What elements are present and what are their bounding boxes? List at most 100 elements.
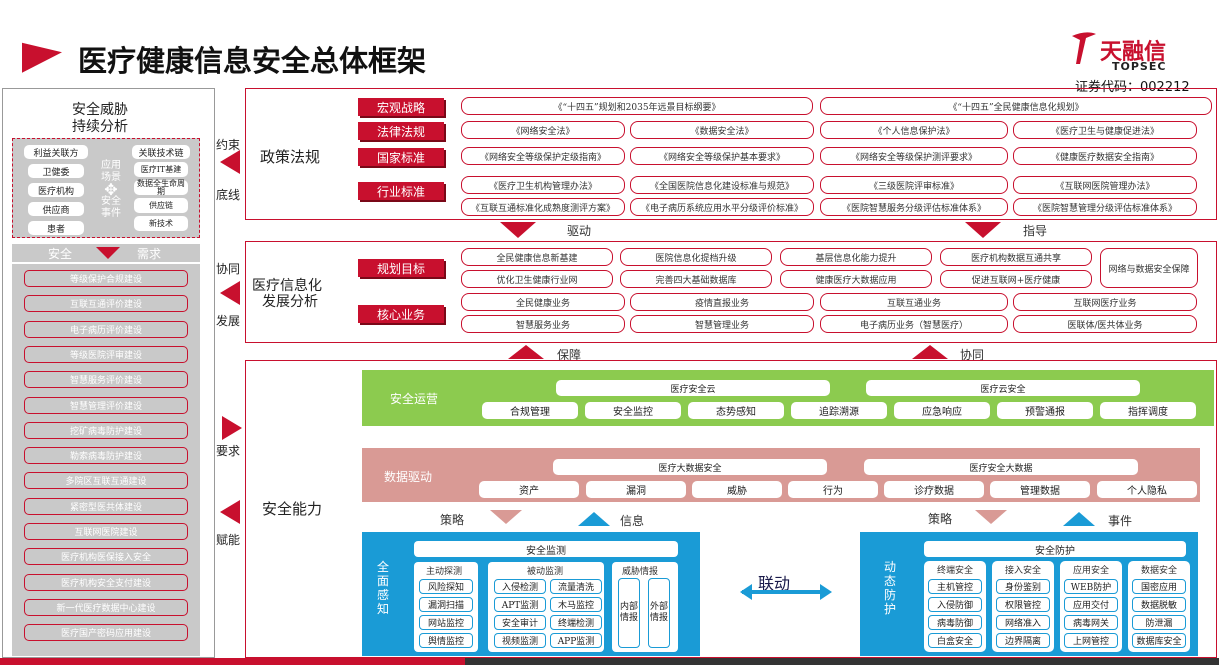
data-top-1: 医疗大数据安全 — [553, 459, 827, 475]
perceive-label: 全面感知 — [377, 560, 390, 616]
coop-label: 协同 — [960, 348, 985, 362]
policy-item: 《全国医院信息化建设标准与规范》 — [630, 176, 814, 194]
goal-extra: 网络与数据安全保障 — [1100, 248, 1198, 288]
side-a: 约束 — [216, 138, 241, 152]
left-title-2: 持续分析 — [72, 119, 128, 135]
stakeholder-item: 卫健委 — [28, 164, 84, 178]
demand-item: 医疗机构医保接入安全 — [24, 548, 188, 566]
defense-item: 边界隔离 — [996, 633, 1050, 648]
right-arrow-icon — [222, 416, 242, 440]
ops-item: 合规管理 — [482, 402, 578, 419]
goal-item: 健康医疗大数据应用 — [780, 270, 932, 288]
biz-item: 互联网医疗业务 — [1013, 293, 1197, 311]
demand-item: 等级保护合规建设 — [24, 270, 188, 287]
biz-item: 智慧管理业务 — [630, 315, 814, 333]
center-d: 事件 — [101, 208, 121, 219]
policy-item: 《数据安全法》 — [630, 121, 814, 139]
goal-item: 基层信息化能力提升 — [780, 248, 932, 266]
defense-col-title: 数据安全 — [1140, 566, 1177, 576]
policy-item: 《医疗卫生与健康促进法》 — [1013, 121, 1197, 139]
defense-label: 动态防护 — [884, 560, 897, 616]
defense-item: 病毒防御 — [928, 615, 982, 630]
ops-top-2: 医疗云安全 — [866, 380, 1140, 396]
policy-tag: 宏观战略 — [358, 98, 444, 116]
biz-item: 互联互通业务 — [820, 293, 1008, 311]
side-b: 底线 — [216, 188, 241, 202]
policy-item: 《网络安全等级保护定级指南》 — [461, 147, 625, 165]
defense-col-title: 接入安全 — [1004, 566, 1041, 576]
passive-item: 入侵检测 — [494, 579, 546, 594]
threat-analysis-panel — [2, 88, 215, 658]
defense-header: 安全防护 — [924, 541, 1186, 557]
defense-item: 入侵防御 — [928, 597, 982, 612]
up-arrow-icon — [1063, 512, 1095, 526]
ops-item: 追踪溯源 — [791, 402, 887, 419]
side-d: 发展 — [216, 314, 241, 328]
drive-label: 驱动 — [567, 224, 592, 238]
goal-item: 优化卫生健康行业网 — [461, 270, 613, 288]
defense-item: 国密应用 — [1132, 579, 1186, 594]
defense-item: 防泄漏 — [1132, 615, 1186, 630]
demand-item: 紧密型医共体建设 — [24, 497, 188, 515]
policy-item: 《个人信息保护法》 — [820, 121, 1008, 139]
demand-item: 新一代医疗数据中心建设 — [24, 598, 188, 616]
down-arrow-icon — [975, 510, 1007, 524]
defense-item: 应用交付 — [1064, 597, 1118, 612]
data-item: 资产 — [479, 481, 579, 498]
demand-item: 勒索病毒防护建设 — [24, 447, 188, 465]
guarantee-label: 保障 — [557, 348, 582, 362]
down-arrow-icon — [490, 510, 522, 524]
goal-item: 全民健康信息新基建 — [461, 248, 613, 266]
policy-tag: 国家标准 — [358, 148, 444, 166]
active-item: 网站监控 — [419, 615, 473, 630]
demand-item: 等级医院评审建设 — [24, 345, 188, 363]
side-c: 协同 — [216, 262, 241, 276]
policy-panel — [245, 88, 1217, 220]
active-title: 主动探测 — [426, 567, 463, 577]
left-arrow-icon — [220, 281, 240, 305]
ops-top-1: 医疗安全云 — [556, 380, 830, 396]
down-arrow-icon — [965, 222, 1001, 238]
policy-item: 《医院智慧管理分级评估标准体系》 — [1013, 198, 1197, 216]
intel-title: 威胁情报 — [622, 567, 659, 577]
policy-item: 《互联互通标准化成熟度测评方案》 — [461, 198, 625, 216]
ops-item: 安全监控 — [585, 402, 681, 419]
data-item: 行为 — [788, 481, 878, 498]
policy-item: 《网络安全法》 — [461, 121, 625, 139]
page-title: 医疗健康信息安全总体框架 — [78, 44, 427, 78]
demand-item: 医疗机构安全支付建设 — [24, 573, 188, 591]
passive-item: APP监测 — [550, 633, 602, 648]
active-item: 风险探知 — [419, 579, 473, 594]
biz-item: 医联体/医共体业务 — [1013, 315, 1197, 333]
info-label: 信息 — [620, 514, 645, 528]
guide-label: 指导 — [1023, 224, 1048, 238]
goal-item: 医疗机构数据互通共享 — [940, 248, 1092, 266]
right-arrowhead-icon — [820, 584, 832, 600]
demand-item: 挖矿病毒防护建设 — [24, 421, 188, 439]
biz-item: 疫情直报业务 — [630, 293, 814, 311]
demand-item: 电子病历评价建设 — [24, 320, 188, 338]
stakeholder-item: 患者 — [28, 221, 84, 235]
goal-item: 医院信息化提档升级 — [620, 248, 772, 266]
footer-bar-dark — [465, 658, 1219, 665]
ops-item: 应急响应 — [894, 402, 990, 419]
down-arrow-icon — [96, 247, 120, 259]
passive-item: 安全审计 — [494, 615, 546, 630]
goal-item: 完善四大基础数据库 — [620, 270, 772, 288]
center-b: 场景 — [101, 172, 121, 183]
left-title-1: 安全威胁 — [72, 102, 128, 118]
defense-item: 身份鉴别 — [996, 579, 1050, 594]
passive-item: 木马监控 — [550, 597, 602, 612]
data-item: 管理数据 — [990, 481, 1090, 498]
policy-item: 《健康医疗数据安全指南》 — [1013, 147, 1197, 165]
defense-item: 权限管控 — [996, 597, 1050, 612]
up-arrow-icon — [912, 345, 948, 359]
center-c: 安全 — [101, 196, 121, 207]
perceive-header: 安全监测 — [414, 541, 678, 557]
biz-item: 全民健康业务 — [461, 293, 625, 311]
develop-panel — [245, 241, 1217, 343]
defense-item: 网络准入 — [996, 615, 1050, 630]
stock-code: 证券代码：002212 — [1075, 80, 1190, 95]
left-arrow-icon — [220, 150, 240, 174]
defense-col-title: 应用安全 — [1072, 566, 1109, 576]
